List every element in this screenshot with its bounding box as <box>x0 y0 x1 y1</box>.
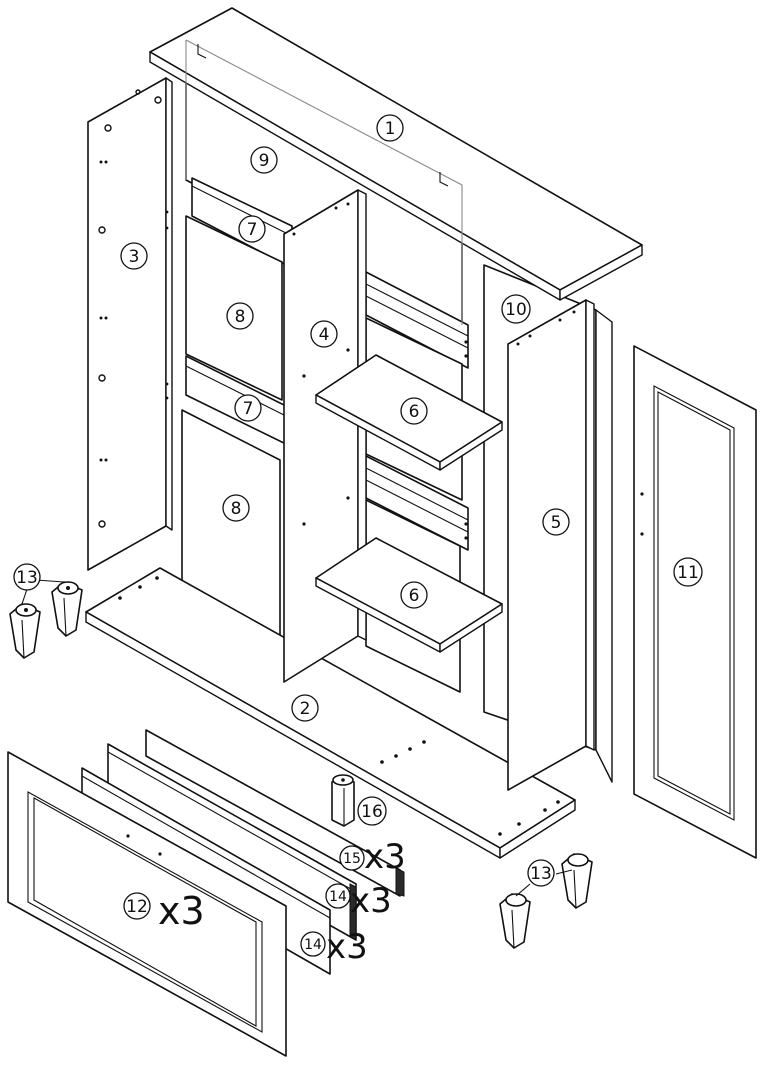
callout-10: 10 <box>501 294 531 324</box>
callout-15: 15 <box>339 845 365 871</box>
quantity-label-12: x3 <box>158 889 205 933</box>
svg-text:9: 9 <box>259 151 270 171</box>
callout-5: 5 <box>542 508 570 536</box>
svg-text:7: 7 <box>243 399 254 419</box>
leg-right-1 <box>499 893 531 949</box>
quantity-label-14-b: x3 <box>326 927 368 967</box>
svg-text:6: 6 <box>409 402 420 422</box>
callout-8-lower: 8 <box>222 494 250 522</box>
callout-16: 16 <box>357 796 387 826</box>
svg-text:4: 4 <box>319 325 330 345</box>
callout-8-upper: 8 <box>226 302 254 330</box>
leader-line <box>35 579 65 583</box>
leg-left-2 <box>51 581 83 637</box>
leg-left-1 <box>9 603 41 659</box>
callout-7-lower: 7 <box>234 394 262 422</box>
middle-divider-panel <box>283 189 367 683</box>
callout-2: 2 <box>291 694 319 722</box>
callout-11: 11 <box>673 557 703 587</box>
svg-text:13: 13 <box>16 568 38 588</box>
svg-text:11: 11 <box>677 563 699 583</box>
right-side-panel <box>507 299 595 791</box>
callout-9: 9 <box>250 146 278 174</box>
svg-text:8: 8 <box>231 499 242 519</box>
callout-6-upper: 6 <box>400 397 428 425</box>
callout-4: 4 <box>310 320 338 348</box>
svg-text:14: 14 <box>304 937 322 953</box>
svg-text:7: 7 <box>247 220 258 240</box>
bottom-panel <box>85 567 576 859</box>
svg-text:1: 1 <box>385 119 396 139</box>
svg-text:10: 10 <box>505 300 527 320</box>
center-leg <box>331 774 355 827</box>
svg-text:13: 13 <box>530 864 552 884</box>
callout-3: 3 <box>120 242 148 270</box>
svg-text:8: 8 <box>235 307 246 327</box>
callout-14-b: 14 <box>300 931 326 957</box>
callout-13-right: 13 <box>527 859 555 887</box>
callout-13-left: 13 <box>13 563 41 591</box>
leg-right-2 <box>561 853 593 909</box>
quantity-label-15: x3 <box>364 837 406 877</box>
leader-line <box>555 869 573 875</box>
quantity-label-14-a: x3 <box>350 881 392 921</box>
svg-text:3: 3 <box>129 247 140 267</box>
callout-7-upper: 7 <box>238 215 266 243</box>
door-panel <box>633 345 757 859</box>
svg-text:6: 6 <box>409 586 420 606</box>
rail-right-lower <box>365 455 469 551</box>
svg-text:12: 12 <box>126 897 148 917</box>
left-side-panel <box>87 77 173 571</box>
top-panel <box>149 7 643 325</box>
drawer-back-panel <box>145 729 405 897</box>
callout-14-a: 14 <box>325 883 351 909</box>
svg-text:5: 5 <box>551 513 562 533</box>
svg-text:16: 16 <box>361 802 383 822</box>
callout-12: 12 <box>123 892 151 920</box>
svg-text:15: 15 <box>343 851 361 867</box>
leader-line <box>515 883 531 897</box>
callout-6-lower: 6 <box>400 581 428 609</box>
callout-1: 1 <box>376 114 404 142</box>
svg-text:2: 2 <box>300 699 311 719</box>
svg-text:14: 14 <box>329 889 347 905</box>
